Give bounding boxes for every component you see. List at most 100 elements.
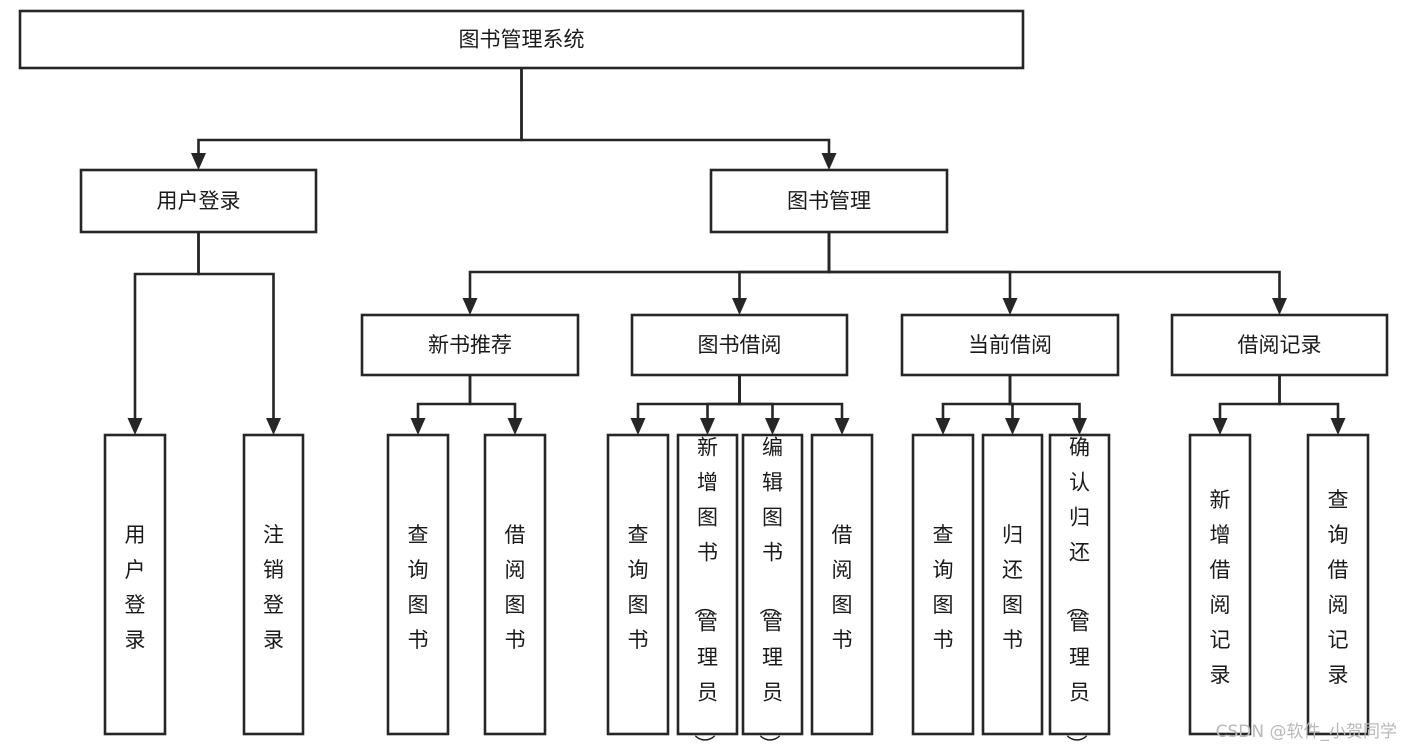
edge-line: [738, 375, 774, 418]
arrowhead-icon: [935, 418, 951, 435]
arrowhead-icon: [191, 153, 206, 170]
node-box[interactable]: [1048, 433, 1111, 736]
edge-line: [416, 375, 472, 418]
nodes-layer: 图书管理系统用户登录图书管理新书推荐图书借阅当前借阅借阅记录用户登录注销登录查询…: [18, 9, 1389, 747]
arrowhead-icon: [630, 418, 646, 435]
edge-bookmgmt-to-borrow: [732, 232, 831, 315]
node-leaf-login-2[interactable]: 注销登录: [242, 433, 305, 736]
node-box[interactable]: [79, 168, 318, 234]
node-leaf-login-1[interactable]: 用户登录: [103, 433, 167, 736]
node-label: 查询图书: [933, 523, 954, 652]
arrowhead-icon: [410, 418, 426, 435]
node-borrow[interactable]: 图书借阅: [630, 313, 849, 377]
edge-line: [197, 232, 275, 418]
node-label: 查询图书: [408, 523, 429, 652]
node-records[interactable]: 借阅记录: [1170, 313, 1389, 377]
node-label: 图书借阅: [698, 333, 782, 357]
node-leaf-rec-2[interactable]: 查询借阅记录: [1306, 433, 1370, 736]
node-bookmgmt[interactable]: 图书管理: [709, 168, 949, 234]
node-leaf-borrow-2[interactable]: 新增图书（管理员）: [676, 433, 739, 747]
edge-line: [738, 375, 844, 418]
arrowhead-icon: [1002, 298, 1018, 315]
node-newbook[interactable]: 新书推荐: [360, 313, 580, 377]
edge-records-to-leaf-rec-1: [1212, 375, 1281, 435]
node-box[interactable]: [1170, 313, 1389, 377]
edge-line: [468, 375, 517, 418]
node-box[interactable]: [18, 9, 1025, 70]
node-box[interactable]: [676, 433, 739, 736]
arrowhead-icon: [834, 418, 850, 435]
arrowhead-icon: [821, 153, 837, 170]
edge-line: [941, 375, 1012, 418]
edge-current-to-leaf-cur-1: [935, 375, 1012, 435]
node-label: 图书管理: [787, 189, 871, 213]
node-box[interactable]: [630, 313, 849, 377]
node-box[interactable]: [741, 433, 804, 736]
node-box[interactable]: [810, 433, 874, 736]
node-box[interactable]: [103, 433, 167, 736]
edge-newbook-to-leaf-new-1: [410, 375, 472, 435]
edges-layer: [127, 68, 1346, 435]
node-current[interactable]: 当前借阅: [900, 313, 1120, 377]
node-leaf-cur-2[interactable]: 归还图书: [981, 433, 1044, 736]
arrowhead-icon: [462, 298, 478, 315]
arrowhead-icon: [127, 418, 143, 435]
node-box[interactable]: [606, 433, 670, 736]
edge-line: [1218, 375, 1281, 418]
edge-line: [133, 232, 200, 418]
node-label: 查询图书: [628, 523, 649, 652]
edge-line: [1278, 375, 1340, 418]
arrowhead-icon: [266, 418, 281, 435]
edge-root-to-login: [191, 68, 523, 170]
node-label: 新增图书（管理员）: [692, 435, 718, 747]
node-box[interactable]: [1306, 433, 1370, 736]
node-box[interactable]: [386, 433, 450, 736]
node-leaf-cur-1[interactable]: 查询图书: [911, 433, 975, 736]
edge-newbook-to-leaf-new-2: [468, 375, 523, 435]
arrowhead-icon: [1005, 418, 1020, 435]
node-box[interactable]: [911, 433, 975, 736]
edge-line: [468, 232, 831, 298]
node-box[interactable]: [900, 313, 1120, 377]
arrowhead-icon: [732, 298, 747, 315]
node-box[interactable]: [981, 433, 1044, 736]
node-root[interactable]: 图书管理系统: [18, 9, 1025, 70]
node-box[interactable]: [360, 313, 580, 377]
edge-bookmgmt-to-newbook: [462, 232, 831, 315]
node-leaf-new-1[interactable]: 查询图书: [386, 433, 450, 736]
edge-line: [827, 232, 1281, 298]
edge-line: [706, 375, 741, 418]
node-label: 当前借阅: [968, 333, 1052, 357]
edge-root-to-bookmgmt: [520, 68, 837, 170]
node-login[interactable]: 用户登录: [79, 168, 318, 234]
node-label: 查询借阅记录: [1328, 488, 1349, 687]
node-leaf-new-2[interactable]: 借阅图书: [483, 433, 547, 736]
node-box[interactable]: [483, 433, 547, 736]
node-leaf-borrow-3[interactable]: 编辑图书（管理员）: [741, 433, 804, 747]
node-label: 借阅记录: [1238, 333, 1322, 357]
node-label: 归还图书: [1002, 523, 1023, 652]
node-box[interactable]: [242, 433, 305, 736]
edge-line: [738, 232, 831, 298]
node-leaf-borrow-1[interactable]: 查询图书: [606, 433, 670, 736]
arrowhead-icon: [1330, 418, 1346, 435]
edge-line: [636, 375, 741, 418]
node-label: 注销登录: [263, 523, 284, 652]
node-leaf-cur-3[interactable]: 确认归还（管理员）: [1048, 433, 1111, 747]
node-label: 编辑图书（管理员）: [757, 435, 783, 747]
node-box[interactable]: [709, 168, 949, 234]
node-leaf-borrow-4[interactable]: 借阅图书: [810, 433, 874, 736]
node-label: 图书管理系统: [459, 28, 585, 52]
arrowhead-icon: [1212, 418, 1228, 435]
node-label: 新书推荐: [428, 333, 512, 357]
edge-login-to-leaf-login-1: [127, 232, 200, 435]
node-box[interactable]: [1188, 433, 1252, 736]
node-label: 确认归还（管理员）: [1064, 435, 1090, 747]
edge-bookmgmt-to-records: [827, 232, 1287, 315]
node-leaf-rec-1[interactable]: 新增借阅记录: [1188, 433, 1252, 736]
edge-line: [520, 68, 831, 153]
edge-line: [197, 68, 523, 153]
arrowhead-icon: [1072, 418, 1087, 435]
